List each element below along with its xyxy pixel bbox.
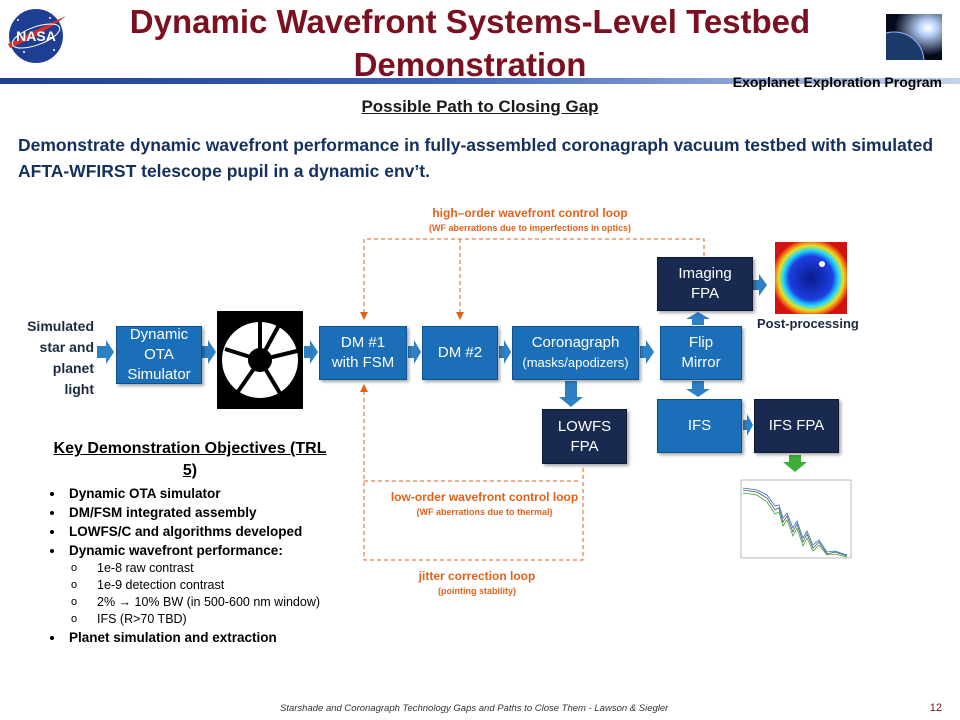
objectives-list: Dynamic OTA simulator DM/FSM integrated … — [45, 484, 335, 647]
input-light-label: Simulated star and planet light — [14, 316, 94, 400]
box-label: Imaging — [678, 265, 732, 282]
page-title: Dynamic Wavefront Systems-Level Testbed … — [70, 0, 870, 86]
box-label: with FSM — [331, 354, 395, 371]
lead-statement: Demonstrate dynamic wavefront performanc… — [18, 135, 934, 181]
ifs-spectrum-plot-thumbnail — [727, 472, 857, 572]
performance-sublist: 1e-8 raw contrast 1e-9 detection contras… — [69, 560, 335, 628]
arrow-ifsfpa-to-plot — [783, 455, 807, 472]
nasa-logo-text: NASA — [16, 28, 56, 44]
dm1-with-fsm-box: DM #1 with FSM — [319, 326, 407, 380]
box-sublabel: (masks/apodizers) — [522, 355, 629, 370]
box-label: Coronagraph — [531, 334, 620, 351]
dm2-box: DM #2 — [422, 326, 498, 380]
box-label: DM #1 — [340, 334, 386, 351]
objectives-title: Key Demonstration Objectives (TRL 5) — [53, 440, 327, 479]
list-item: Dynamic OTA simulator — [65, 484, 335, 503]
list-item: LOWFS/C and algorithms developed — [65, 522, 335, 541]
sublist-item: 1e-9 detection contrast — [71, 577, 335, 594]
lowfs-fpa-box: LOWFS FPA — [542, 409, 627, 464]
box-label: Mirror — [681, 354, 721, 371]
key-objectives-panel: Key Demonstration Objectives (TRL 5) Dyn… — [45, 438, 335, 647]
box-label: LOWFS — [557, 417, 612, 435]
post-processing-image — [775, 242, 847, 314]
section-subtitle: Possible Path to Closing Gap — [361, 97, 599, 116]
header-rule — [0, 78, 960, 84]
arrow-flip-to-imaging — [686, 312, 710, 325]
box-label: FPA — [690, 285, 720, 302]
low-order-loop-sublabel: (WF aberrations due to thermal) — [416, 507, 553, 517]
input-label-line: Simulated — [27, 318, 94, 334]
flip-mirror-box: Flip Mirror — [660, 326, 742, 380]
arrow-dm1-to-dm2 — [408, 340, 421, 364]
box-label: DM #2 — [437, 344, 483, 361]
low-order-loop-line — [360, 384, 584, 561]
jitter-loop-label: jitter correction loop — [418, 569, 536, 583]
exoplanet-image-icon — [886, 14, 942, 60]
sublist-item: IFS (R>70 TBD) — [71, 611, 335, 628]
telescope-pupil-image — [217, 311, 303, 409]
sublist-item: 1e-8 raw contrast — [71, 560, 335, 577]
box-label: Simulator — [127, 366, 191, 383]
arrow-flip-to-ifs — [686, 381, 710, 397]
list-item: Planet simulation and extraction — [65, 628, 335, 647]
box-label: IFS FPA — [768, 417, 825, 434]
high-order-loop-sublabel: (WF aberrations due to imperfections in … — [428, 223, 632, 233]
box-label: OTA — [144, 346, 174, 363]
arrow-ifs-to-ifsfpa — [743, 414, 753, 436]
arrow-coronagraph-to-flip — [640, 340, 654, 364]
page-number: 12 — [929, 702, 942, 714]
box-label: Flip — [688, 334, 714, 351]
input-label-line: star and — [39, 339, 94, 355]
arrow-input-to-ota — [97, 340, 114, 364]
imaging-fpa-box: Imaging FPA — [657, 257, 753, 311]
list-item-text: Dynamic wavefront performance: — [69, 543, 283, 558]
arrow-imaging-to-postprocessing — [753, 274, 767, 296]
box-label: FPA — [570, 437, 599, 455]
list-item: Dynamic wavefront performance: 1e-8 raw … — [65, 541, 335, 628]
low-order-loop-label: low-order wavefront control loop — [390, 490, 579, 504]
title-line-2: Demonstration — [353, 46, 587, 83]
nasa-logo: NASA — [8, 9, 66, 63]
coronagraph-box: Coronagraph (masks/apodizers) — [512, 326, 639, 380]
high-order-loop-label: high–order wavefront control loop — [432, 206, 628, 220]
box-label: IFS — [687, 417, 712, 434]
jitter-loop-sublabel: (pointing stability) — [438, 586, 516, 596]
ifs-fpa-box: IFS FPA — [754, 399, 839, 453]
program-name: Exoplanet Exploration Program — [732, 74, 942, 90]
arrow-coronagraph-to-lowfs — [559, 381, 583, 407]
input-label-line: light — [64, 381, 94, 397]
footer-citation: Starshade and Coronagraph Technology Gap… — [280, 703, 669, 714]
arrow-ota-to-pupil — [202, 340, 216, 364]
high-order-loop-line — [360, 238, 705, 320]
list-item: DM/FSM integrated assembly — [65, 503, 335, 522]
post-processing-label: Post-processing — [757, 316, 859, 331]
input-label-line: planet — [52, 360, 94, 376]
box-label: Dynamic — [129, 326, 189, 343]
title-line-1: Dynamic Wavefront Systems-Level Testbed — [129, 3, 811, 40]
arrow-pupil-to-dm1 — [304, 340, 318, 364]
dynamic-ota-simulator-box: Dynamic OTA Simulator — [116, 326, 202, 384]
sublist-item: 2% → 10% BW (in 500-600 nm window) — [71, 594, 335, 611]
arrow-dm2-to-coronagraph — [499, 340, 511, 364]
ifs-box: IFS — [657, 399, 742, 453]
